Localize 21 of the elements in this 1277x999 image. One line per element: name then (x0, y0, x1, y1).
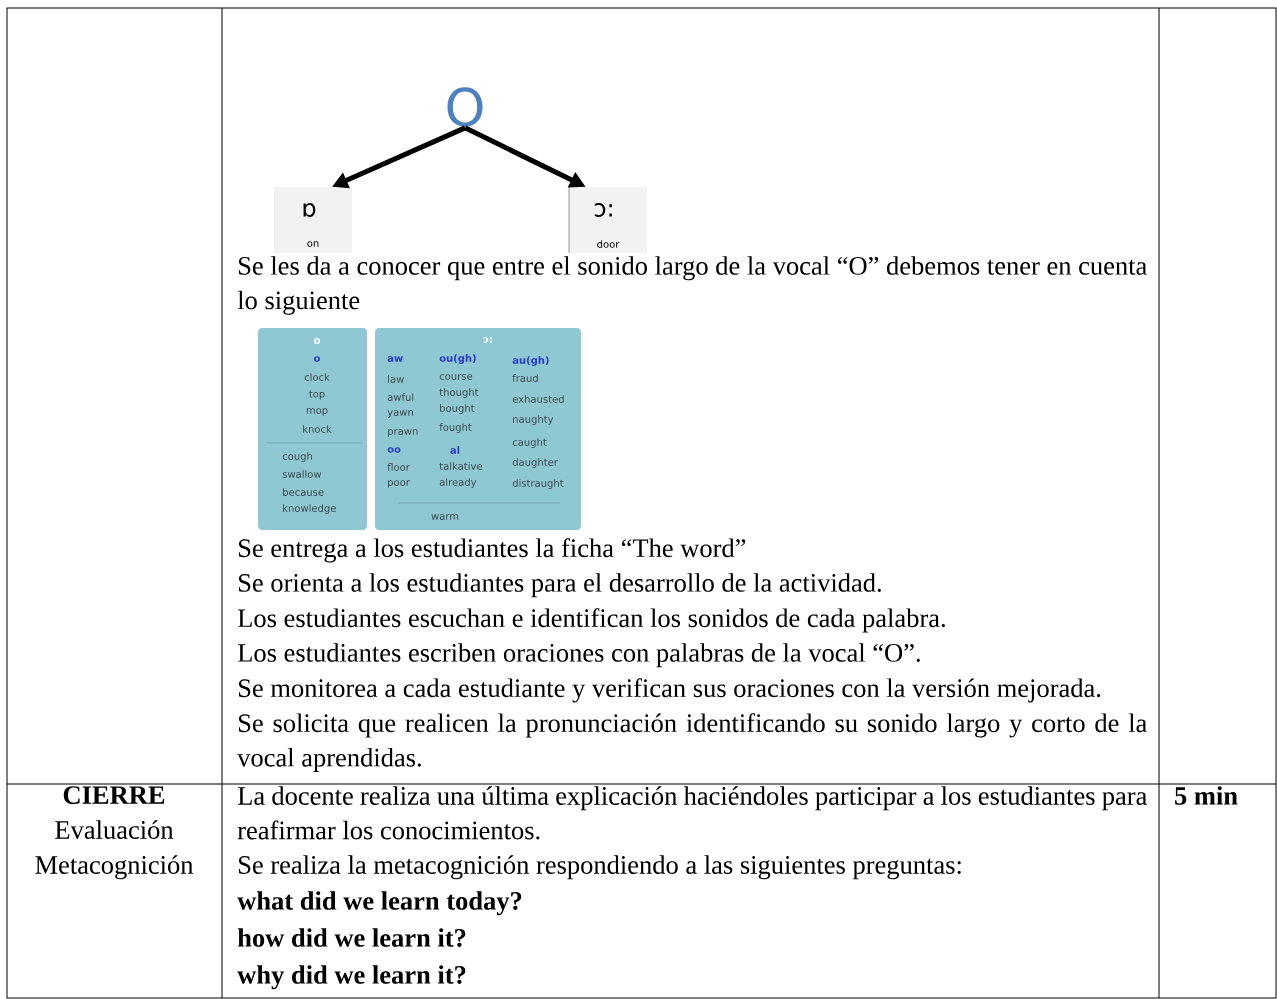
paragraph-text: La docente realiza una última explicación haciéndoles participar a los estudiantes para reafirmar los conocimientos. (237, 786, 1147, 840)
paragraph-text: Se solicita que realicen la pronunciación identificando su sonido largo y corto de la vocal aprendidas. (237, 713, 1147, 772)
paragraph-text: Se monitorea a cada estudiante y verifican sus oraciones con la versión mejorada. (239, 678, 1101, 703)
question-text: why did we learn it? (237, 965, 466, 990)
word-panel: ɒ o clock top mop knock cough swallow because knowledge (258, 328, 367, 530)
paragraph-text: Se entrega a los estudiantes la ficha “The word” (239, 538, 746, 563)
phoneme-card: ɒ on (274, 187, 352, 253)
paragraph-text: Evaluación (55, 820, 174, 839)
paragraph-text: Los estudiantes escuchan e identifican los sonidos de cada palabra. (237, 608, 945, 633)
duration-text: 5 min (1175, 786, 1238, 805)
section-heading: CIERRE (63, 786, 165, 804)
paragraph-text: Se orienta a los estudiantes para el desarrollo de la actividad. (239, 573, 881, 598)
question-text: how did we learn it? (237, 928, 466, 947)
paragraph-text: Metacognición (35, 855, 194, 880)
question-text: what did we learn today? (237, 891, 522, 916)
phoneme-card: ɔ: door (568, 186, 647, 254)
paragraph-text: Se realiza la metacognición respondiendo a las siguientes preguntas: (239, 855, 961, 880)
paragraph-text: Se les da a conocer que entre el sonido largo de la vocal “O” debemos tener en cuenta lo siguiente (237, 256, 1147, 315)
paragraph-text: Los estudiantes escriben oraciones con palabras de la vocal “O”. (237, 643, 920, 668)
vowel-letter: O (447, 87, 483, 127)
word-panel: ɔ: aw law awful yawn prawn oo floor poor ou(gh) course thought bought fought al talkative already au(gh) fraud exhausted naughty caught daughter distraught warm (375, 328, 581, 530)
